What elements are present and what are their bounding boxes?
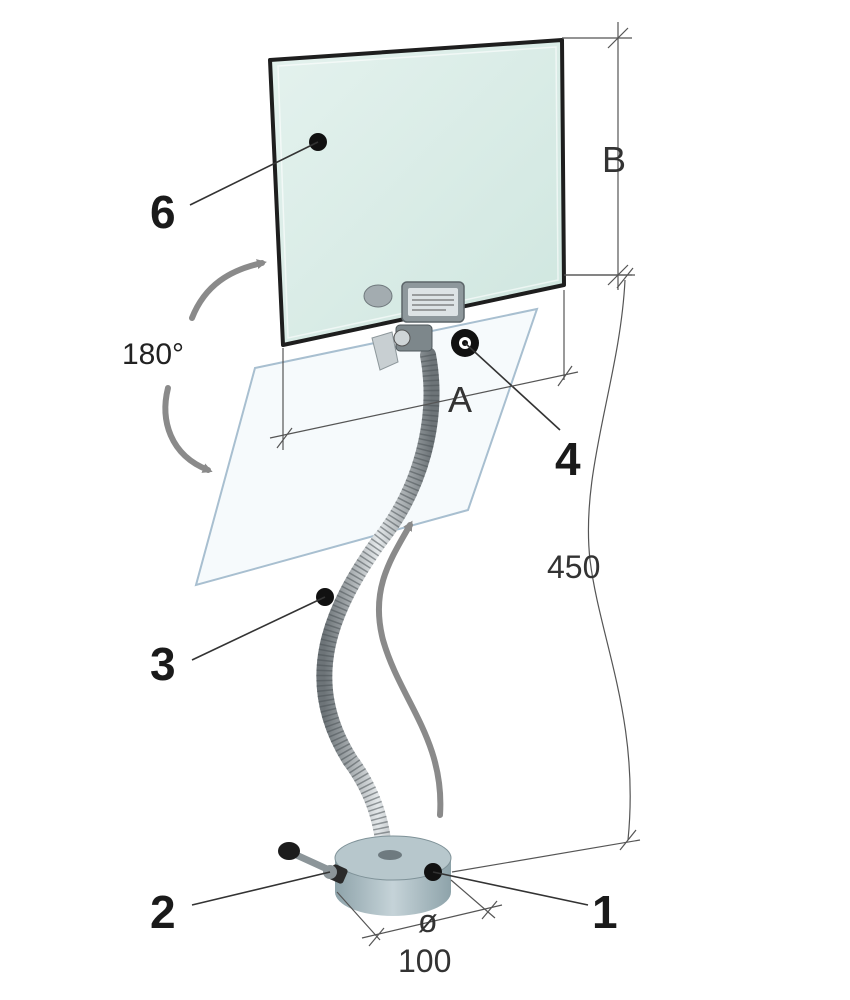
flex-direction-arrow bbox=[375, 520, 444, 818]
leader-6 bbox=[189, 141, 319, 206]
rotation-arrow bbox=[162, 259, 267, 473]
callout-2: 2 bbox=[150, 886, 176, 938]
callout-1: 1 bbox=[592, 886, 618, 938]
leader-3 bbox=[191, 596, 326, 661]
magnetic-base bbox=[334, 835, 452, 916]
glass-plate bbox=[268, 38, 566, 347]
dimension-450-label: 450 bbox=[547, 549, 600, 585]
leader-2 bbox=[191, 871, 331, 906]
dimension-diameter-label: 100 bbox=[398, 943, 451, 979]
dimension-450 bbox=[451, 267, 641, 873]
dimension-diameter-symbol: ø bbox=[418, 903, 438, 939]
hinge-clamp bbox=[363, 281, 465, 371]
leader-1 bbox=[432, 871, 589, 906]
rotation-angle-label: 180° bbox=[122, 338, 184, 371]
glass-ghost-position bbox=[194, 307, 539, 587]
callout-3: 3 bbox=[150, 638, 176, 690]
dimension-diameter bbox=[336, 879, 503, 947]
dimension-a-label: A bbox=[448, 379, 472, 420]
dimension-a bbox=[269, 290, 579, 450]
gooseneck-arm bbox=[316, 347, 440, 878]
callout-6: 6 bbox=[150, 186, 176, 238]
callout-4: 4 bbox=[555, 433, 581, 485]
dimension-b-label: B bbox=[602, 139, 626, 180]
